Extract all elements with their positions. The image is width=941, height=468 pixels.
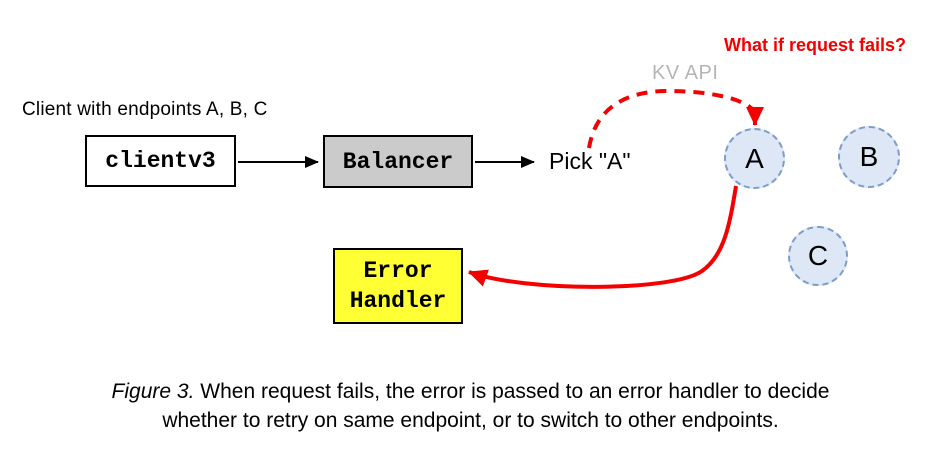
pick-a-label: Pick "A": [549, 148, 631, 174]
figure-caption-line2: whether to retry on same endpoint, or to…: [162, 409, 779, 432]
endpoint-node-c: C: [788, 226, 848, 286]
kv-api-label: KV API: [652, 62, 719, 84]
endpoint-node-c-label: C: [807, 240, 829, 271]
arrow-fail-to-error-handler: [468, 185, 738, 289]
endpoint-node-a: A: [724, 128, 785, 189]
balancer-node: Balancer: [323, 135, 473, 188]
endpoint-node-b: B: [838, 126, 900, 188]
clientv3-node-label: clientv3: [105, 148, 216, 174]
endpoint-node-a-label: A: [745, 142, 764, 174]
figure-number-label: Figure 3.: [111, 380, 195, 403]
error-handler-label-line1: Error: [363, 258, 433, 284]
figure-caption-line1: Figure 3.When request fails, the error i…: [0, 377, 941, 406]
error-handler-node: Error Handler: [333, 248, 463, 324]
error-handler-label-line2: Handler: [349, 288, 447, 314]
balancer-node-label: Balancer: [342, 148, 454, 175]
clientv3-node: clientv3: [85, 135, 236, 187]
figure-caption: Figure 3.When request fails, the error i…: [0, 377, 941, 435]
request-fails-question: What if request fails?: [724, 35, 907, 55]
endpoint-node-b-label: B: [859, 141, 879, 172]
figure-caption-text: When request fails, the error is passed …: [200, 380, 830, 403]
client-endpoints-note: Client with endpoints A, B, C: [22, 99, 268, 120]
